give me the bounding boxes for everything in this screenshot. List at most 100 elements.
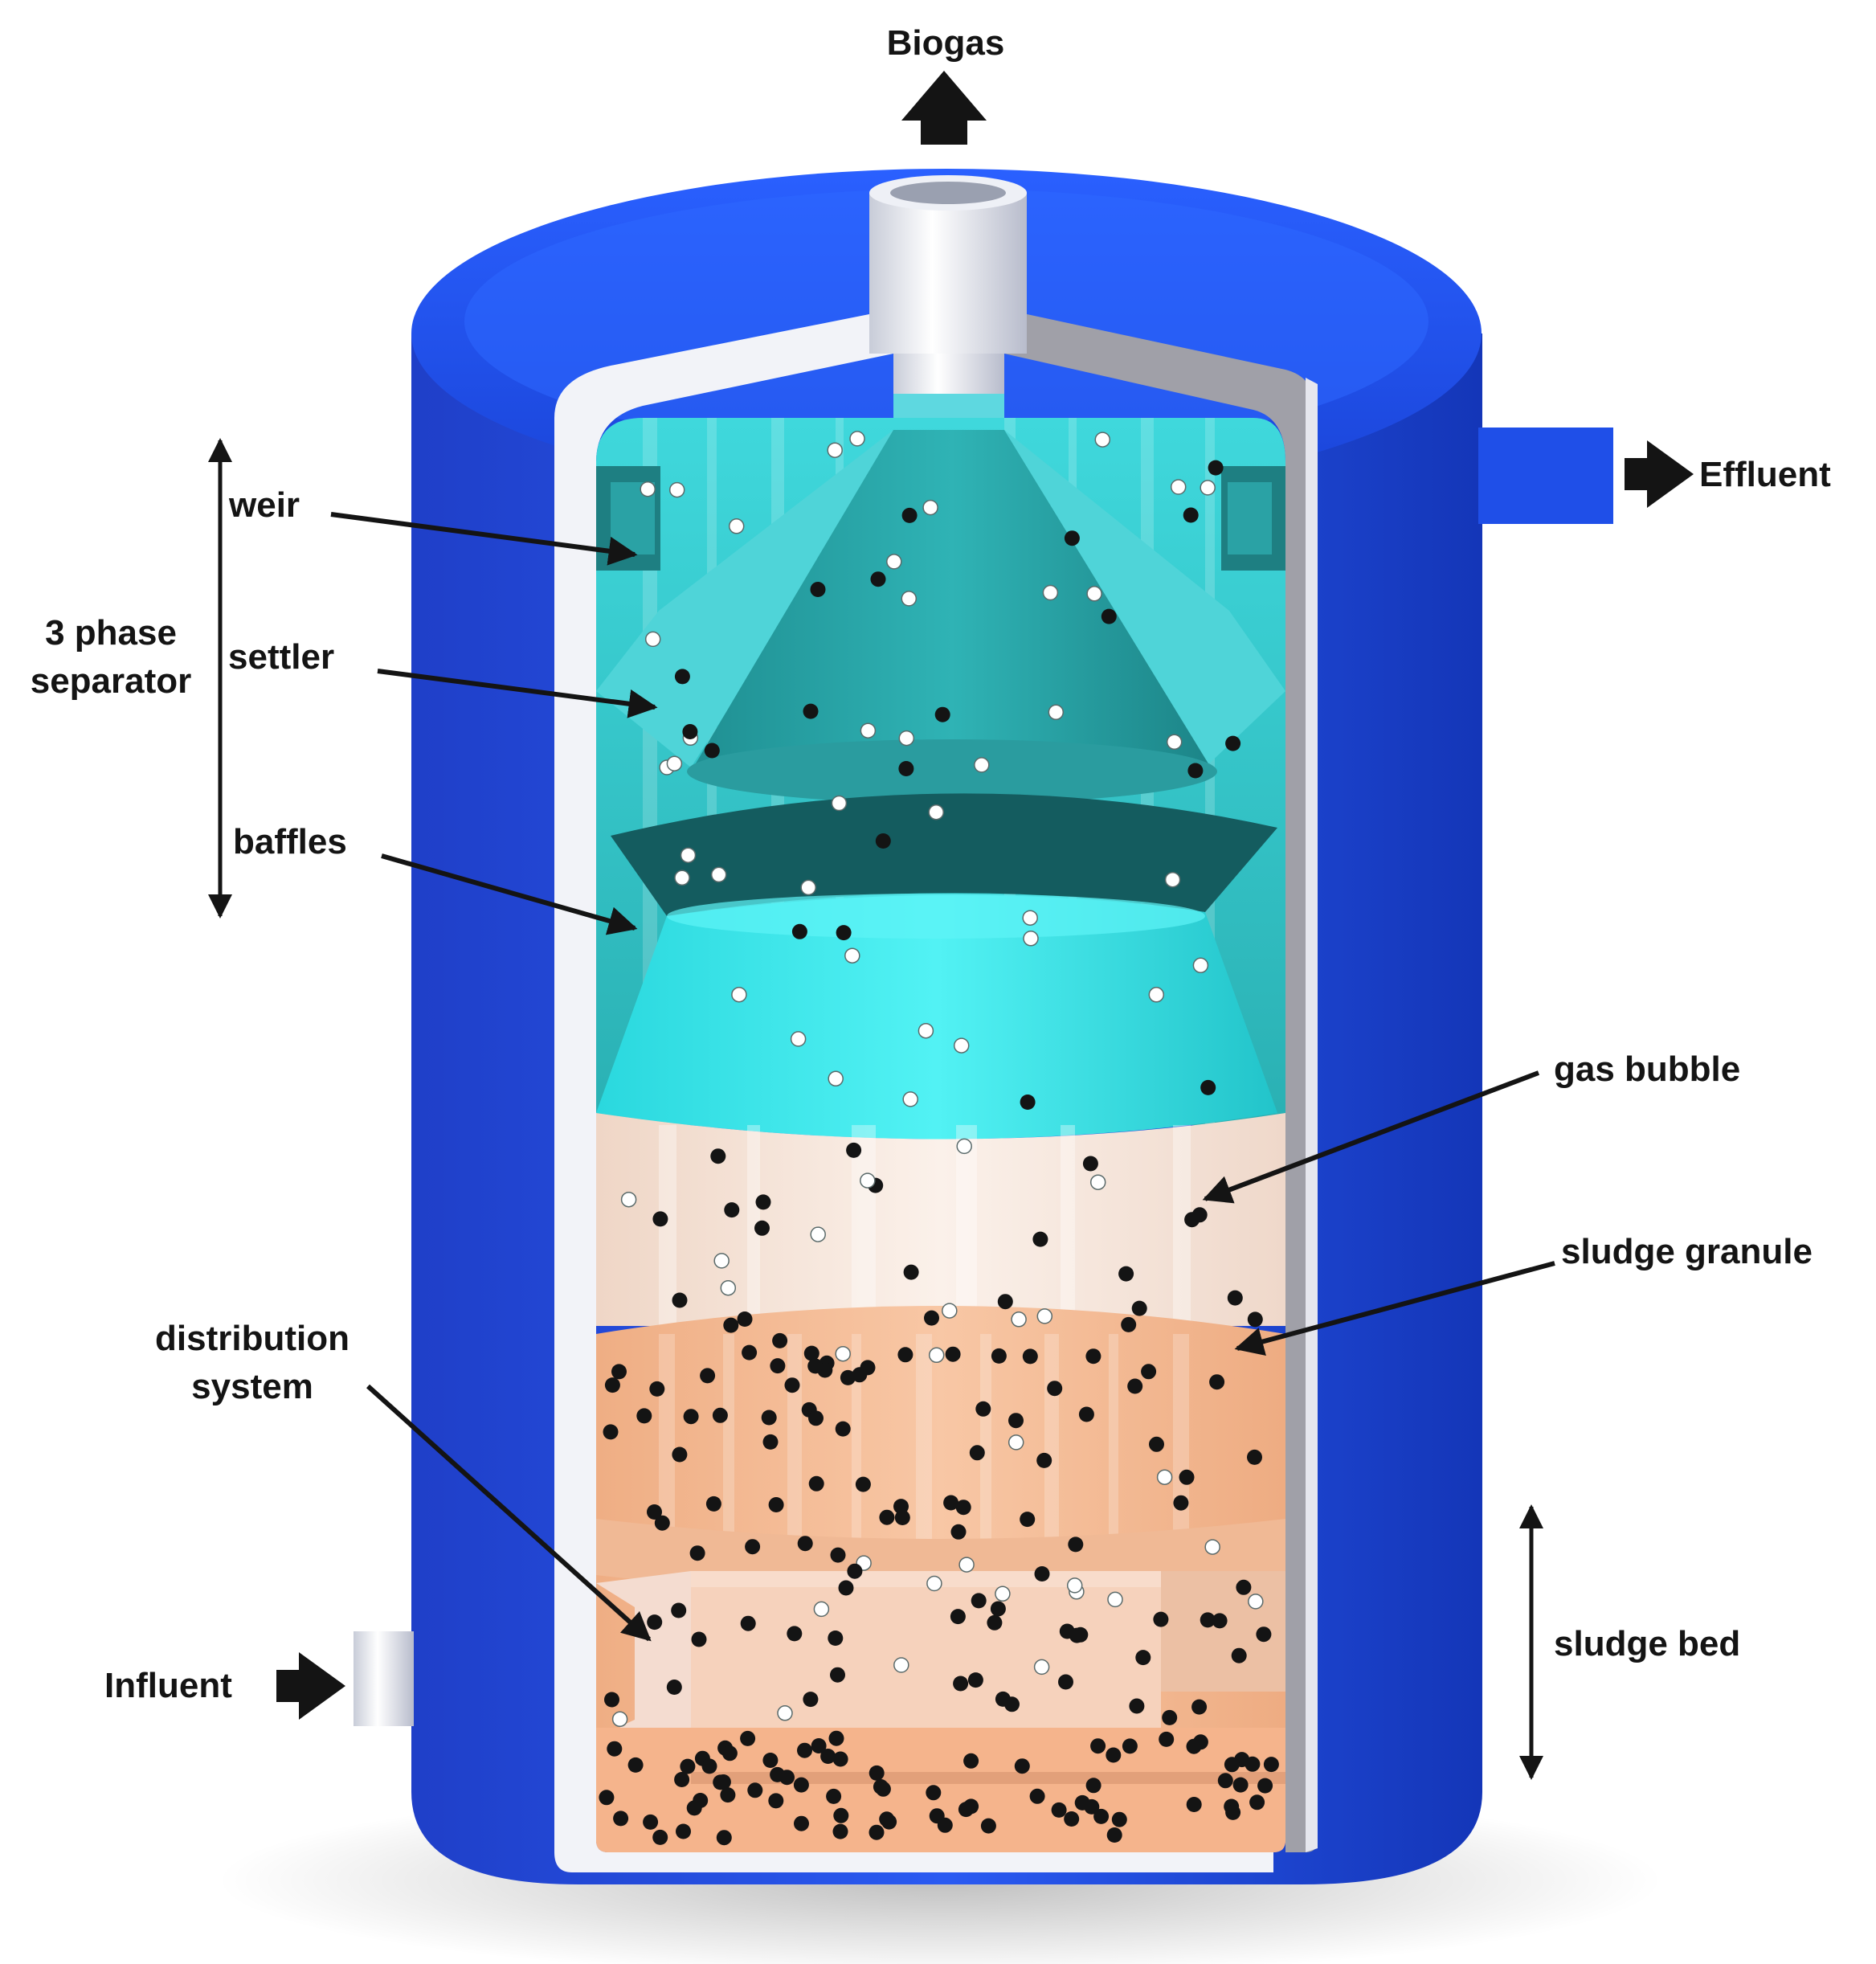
distribution-leader [366, 1384, 652, 1642]
sludge-streaks [659, 1334, 1189, 1575]
sludge-granule-280 [820, 1749, 836, 1764]
sludge-granule-210 [599, 1790, 615, 1806]
sludge-granule-157 [770, 1358, 786, 1374]
sludge-granule-82 [755, 1194, 771, 1210]
gas-bubble-36 [1164, 871, 1181, 888]
sludge-granule-270 [1263, 1757, 1279, 1773]
gas-bubble-70 [1089, 1174, 1106, 1190]
sludge-granule-119 [683, 1409, 699, 1425]
gas-bubble-193 [1248, 1594, 1264, 1610]
bottom-bed-top [691, 1772, 1285, 1784]
gas-bubble-174 [995, 1586, 1011, 1602]
effluent-pipe [1478, 428, 1613, 524]
sludge-granule-233 [797, 1742, 812, 1758]
sludge-granule-91 [689, 1545, 705, 1561]
gas-bubble-151 [1156, 1469, 1173, 1485]
sludge-granule-186 [953, 1676, 969, 1692]
label-three-phase-2: separator [31, 661, 192, 701]
gas-bubble-37 [731, 986, 747, 1003]
biogas-arrow [901, 71, 987, 145]
gas-bubble-161 [1066, 1577, 1083, 1594]
sludge-granule-133 [671, 1602, 687, 1618]
sludge-granule-54 [1183, 507, 1199, 523]
sludge-granule-250 [1159, 1731, 1175, 1747]
label-biogas: Biogas [887, 23, 1005, 63]
gas-bubble-41 [666, 755, 683, 771]
gas-bubble-22 [898, 730, 915, 747]
sludge-granule-148 [1247, 1311, 1263, 1328]
sludge-granule-222 [1111, 1811, 1127, 1827]
gas-bubble-12 [831, 795, 848, 812]
sludge-granule-73 [1191, 1207, 1208, 1223]
sludge-granule-87 [990, 1601, 1006, 1617]
sludge-granule-leader [1234, 1261, 1555, 1356]
gas-collector-funnel [691, 430, 1213, 771]
sludge-granule-150 [1078, 1406, 1094, 1422]
sludge-granule-183 [654, 1515, 670, 1531]
gas-bubble-30 [849, 431, 865, 447]
sludge-granule-156 [975, 1401, 991, 1417]
gas-bubble-14 [1200, 480, 1216, 496]
sludge-granule-278 [1186, 1738, 1202, 1754]
distribution-box-top [691, 1571, 1161, 1587]
sludge-granule-177 [840, 1369, 856, 1385]
sludge-granule-163 [987, 1614, 1003, 1631]
baffle-dark [611, 793, 1277, 916]
sludge-granule-181 [649, 1381, 665, 1397]
sludge-granule-42 [810, 582, 826, 597]
sludge-granule-85 [1131, 1300, 1147, 1316]
sludge-granule-25 [1200, 1079, 1216, 1095]
gas-bubble-19 [1048, 704, 1065, 721]
sludge-granule-33 [704, 743, 720, 759]
sludge-granule-226 [1249, 1794, 1265, 1811]
bottom-bed [596, 1728, 1285, 1852]
gas-bubble-81 [956, 1138, 972, 1155]
label-baffles: baffles [233, 822, 347, 861]
sludge-granule-215 [652, 1829, 668, 1845]
sludge-granule-105 [762, 1434, 779, 1450]
gas-bubble-13 [844, 947, 860, 964]
gas-bubble-45 [922, 499, 938, 516]
sludge-granule-138 [1121, 1316, 1137, 1332]
gas-bubble-5 [1042, 584, 1059, 601]
gas-bubble-38 [640, 481, 656, 497]
settler-plate-right [1004, 430, 1285, 767]
sludge-granule-16 [875, 833, 891, 849]
sludge-granule-212 [869, 1765, 885, 1781]
sludge-granule-201 [1085, 1348, 1101, 1365]
sludge-granule-145 [830, 1547, 846, 1563]
sludge-granule-242 [1122, 1738, 1138, 1754]
sludge-granule-24 [1101, 608, 1117, 624]
sludge-granule-135 [603, 1424, 619, 1440]
label-influent: Influent [104, 1666, 232, 1705]
sludge-granule-144 [1127, 1378, 1143, 1394]
sludge-granule-170 [740, 1615, 756, 1631]
gas-bubble-9 [886, 554, 902, 570]
sludge-granule-120 [772, 1332, 788, 1348]
sludge-granule-69 [724, 1202, 740, 1218]
sludge-granule-71 [997, 1294, 1013, 1310]
gas-bubble-48 [1022, 910, 1038, 926]
gas-bubble-0 [974, 757, 990, 773]
sludge-granule-112 [604, 1377, 620, 1393]
sludge-granule-142 [1058, 1674, 1073, 1690]
sludge-granule-84 [1227, 1290, 1243, 1306]
sludge-granule-182 [991, 1348, 1007, 1364]
sludge-granule-102 [1247, 1449, 1262, 1465]
sludge-granule-259 [627, 1757, 644, 1773]
gas-pipe-base [893, 394, 1004, 418]
sludge-granule-184 [1231, 1647, 1247, 1663]
gas-bubble-136 [813, 1601, 830, 1618]
gas-bubble-10 [800, 879, 816, 896]
gas-bubble-109 [1011, 1311, 1027, 1328]
gas-bubble-27 [827, 442, 843, 458]
sludge-granule-224 [1090, 1738, 1106, 1754]
sludge-granule-220 [721, 1745, 738, 1761]
gas-bubble-72 [720, 1279, 737, 1296]
sludge-granule-276 [832, 1823, 848, 1839]
gas-bubble-46 [1094, 432, 1111, 448]
sludge-granule-277 [747, 1782, 763, 1798]
influent-arrow [276, 1652, 345, 1720]
sludge-granule-35 [1064, 530, 1080, 546]
